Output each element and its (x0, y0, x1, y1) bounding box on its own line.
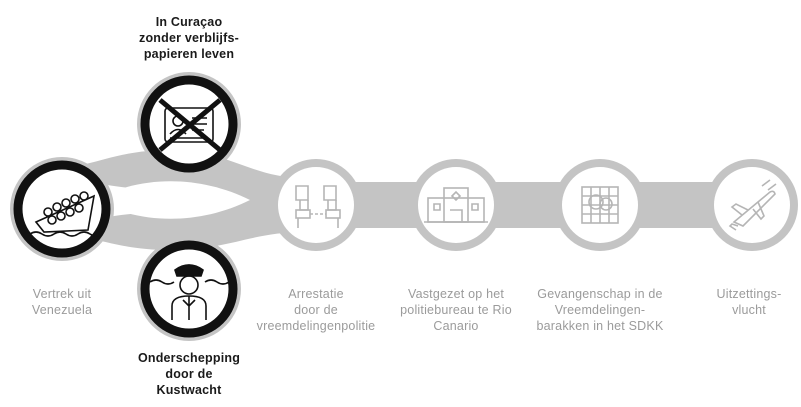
inactive-nodes (270, 159, 798, 251)
label-arrestatie: Arrestatie door de vreemdelingenpolitie (256, 287, 376, 333)
handcuffed-fists-icon (295, 185, 341, 228)
police-station-icon (424, 187, 488, 223)
boat-with-people-icon (29, 191, 103, 237)
label-uitzetting: Uitzettings- vlucht (716, 287, 782, 317)
detention-cell-icon (581, 186, 619, 224)
label-onderschepping: Onderschepping door de Kustwacht (137, 351, 241, 397)
label-vertrek: Vertrek uit Venezuela (31, 287, 93, 317)
label-curacao: In Curaçao zonder verblijfs- papieren le… (139, 15, 239, 61)
label-gevangenschap: Gevangenschap in de Vreemdelingen- barak… (536, 287, 664, 333)
airplane-icon (728, 179, 777, 231)
track-gap (95, 181, 250, 219)
crossed-id-card-icon (158, 98, 222, 152)
coast-guard-officer-icon (149, 264, 230, 320)
label-vastgezet: Vastgezet op het politiebureau te Rio Ca… (400, 287, 512, 333)
